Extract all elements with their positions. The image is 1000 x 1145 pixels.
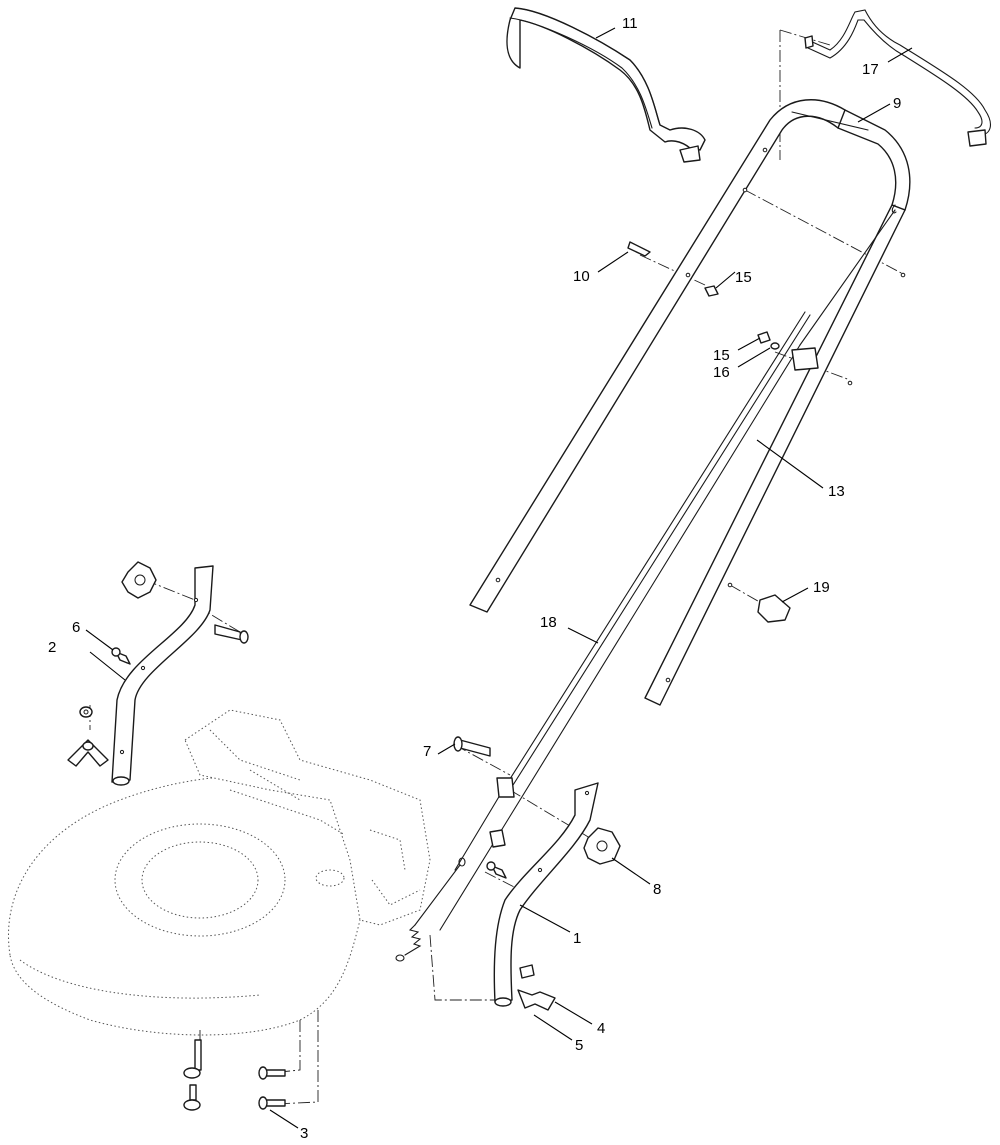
callout-17: 17 [862, 61, 879, 78]
nut-15-mid [757, 331, 771, 344]
screw-right [486, 861, 507, 879]
callout-16: 16 [713, 364, 730, 381]
callout-2: 2 [48, 639, 56, 656]
assembly-lines [89, 29, 906, 1105]
callouts: 1 2 3 4 5 6 7 8 9 10 11 13 15 15 16 17 1… [48, 15, 901, 1142]
upper-handle-bar [469, 99, 911, 706]
callout-18: 18 [540, 614, 557, 631]
leader-lines [85, 27, 913, 1129]
callout-13: 13 [828, 483, 845, 500]
carriage-bolts-3 [183, 1039, 286, 1111]
callout-11: 11 [622, 15, 638, 32]
carriage-bolt-left [214, 624, 249, 644]
nut-15-top [704, 285, 719, 297]
callout-6: 6 [72, 619, 80, 636]
callout-15-top: 15 [735, 269, 752, 286]
mower-deck [8, 709, 431, 1036]
washer-16 [770, 342, 780, 350]
star-knob-8 [583, 827, 621, 865]
star-knob-left [121, 561, 157, 599]
screw-6 [111, 647, 131, 665]
callout-1: 1 [573, 930, 581, 947]
callout-8: 8 [653, 881, 661, 898]
bracket-19 [757, 594, 791, 623]
callout-4: 4 [597, 1020, 605, 1037]
cable-18 [395, 311, 811, 962]
callout-5: 5 [575, 1037, 583, 1054]
callout-9: 9 [893, 95, 901, 112]
lower-handle-left [111, 565, 214, 786]
bail-wire-11 [506, 7, 706, 163]
callout-3: 3 [300, 1125, 308, 1142]
nut-4 [519, 964, 535, 979]
lower-handle-right [493, 782, 599, 1007]
callout-15-mid: 15 [713, 347, 730, 364]
callout-10: 10 [573, 268, 590, 285]
wing-nut-5 [517, 989, 556, 1011]
callout-19: 19 [813, 579, 830, 596]
washer-left [79, 706, 93, 718]
clip-10 [627, 241, 651, 257]
clip-left [67, 739, 109, 767]
carriage-bolt-7 [453, 736, 491, 757]
callout-7: 7 [423, 743, 431, 760]
bail-wire-17 [804, 9, 991, 147]
